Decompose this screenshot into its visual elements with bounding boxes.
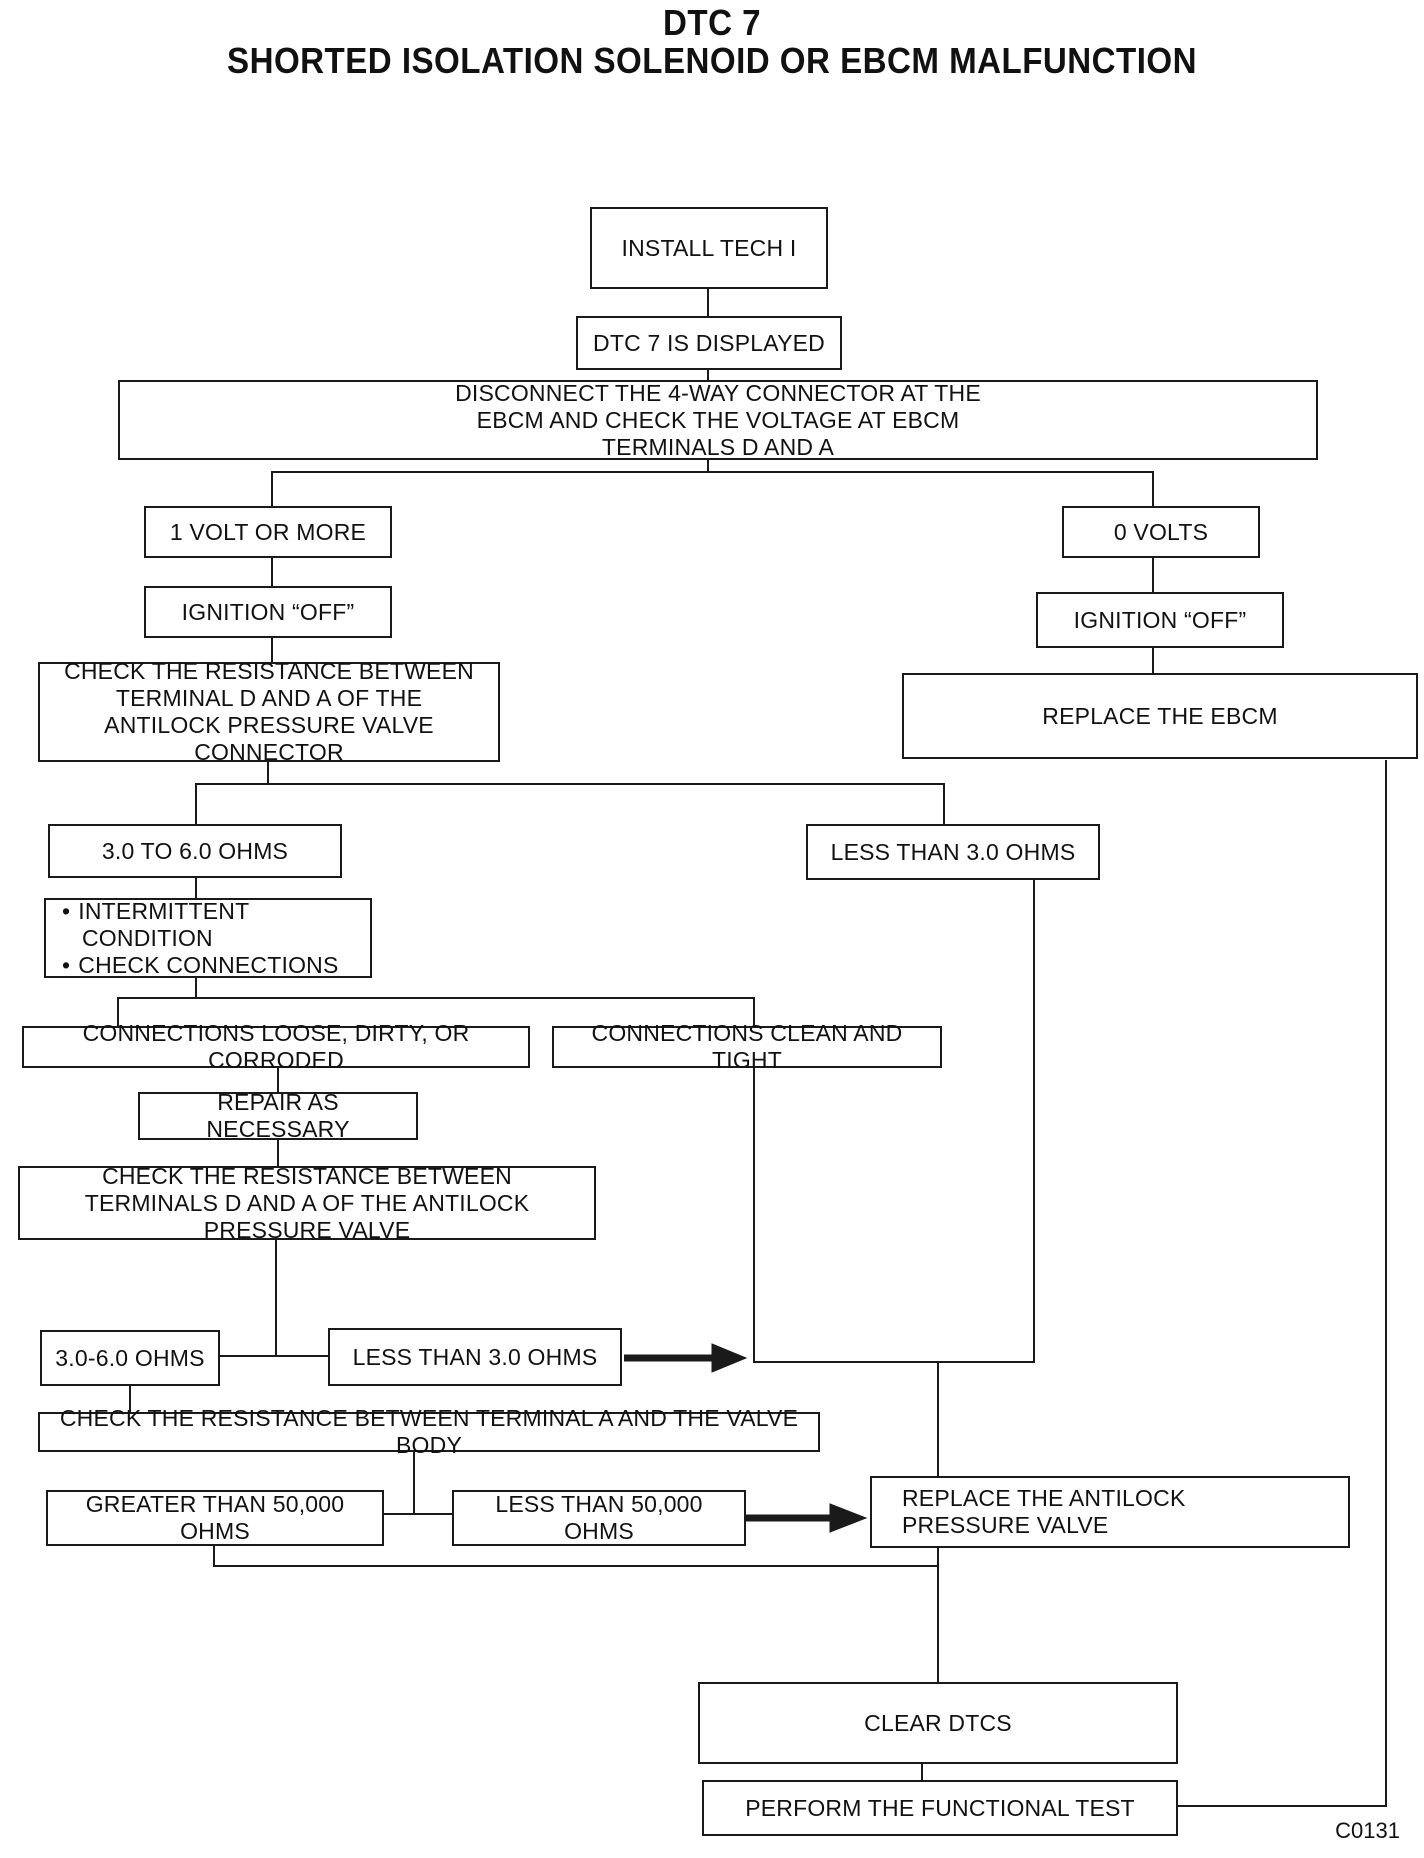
intermittent-list: INTERMITTENT CONDITION CHECK CONNECTIONS — [52, 898, 364, 979]
replace-valve-box: REPLACE THE ANTILOCK PRESSURE VALVE — [870, 1476, 1350, 1548]
greater-than-50k-box: GREATER THAN 50,000 OHMS — [46, 1490, 384, 1546]
ohms-3-to-6-label: 3.0 TO 6.0 OHMS — [101, 837, 289, 864]
connections-clean-box: CONNECTIONS CLEAN AND TIGHT — [552, 1020, 942, 1073]
check-resistance-1-box: CHECK THE RESISTANCE BETWEEN TERMINAL D … — [38, 658, 500, 765]
install-tech-box: INSTALL TECH I — [590, 207, 828, 289]
ohms-3-to-6-box: 3.0 TO 6.0 OHMS — [48, 824, 342, 878]
less-than-3-ohms-a-label: LESS THAN 3.0 OHMS — [830, 838, 1076, 865]
less-than-3-ohms-a-box: LESS THAN 3.0 OHMS — [806, 824, 1100, 880]
replace-ebcm-box: REPLACE THE EBCM — [902, 673, 1418, 759]
repair-as-necessary-box: REPAIR AS NECESSARY — [138, 1089, 418, 1142]
less-than-50k-box: LESS THAN 50,000 OHMS — [452, 1490, 746, 1546]
connector-line — [213, 1544, 938, 1567]
check-resistance-2-box: CHECK THE RESISTANCE BETWEEN TERMINALS D… — [18, 1163, 596, 1243]
zero-volts-label: 0 VOLTS — [1113, 518, 1209, 545]
ignition-off-left-label: IGNITION “OFF” — [181, 598, 355, 625]
install-tech-label: INSTALL TECH I — [621, 234, 797, 261]
connector-line — [271, 471, 1154, 506]
clear-dtcs-label: CLEAR DTCS — [864, 1709, 1012, 1736]
connections-clean-label: CONNECTIONS CLEAN AND TIGHT — [591, 1020, 903, 1073]
connector-line — [1178, 760, 1387, 1807]
connections-loose-box: CONNECTIONS LOOSE, DIRTY, OR CORRODED — [22, 1020, 530, 1073]
intermittent-item: INTERMITTENT CONDITION — [78, 898, 364, 952]
zero-volts-box: 0 VOLTS — [1062, 506, 1260, 558]
connector-line — [117, 997, 755, 1026]
less-than-3-ohms-b-box: LESS THAN 3.0 OHMS — [328, 1328, 622, 1386]
replace-ebcm-label: REPLACE THE EBCM — [1042, 702, 1278, 729]
ohms-3-to-6-b-label: 3.0-6.0 OHMS — [55, 1344, 205, 1371]
arrow-head — [829, 1503, 868, 1533]
one-volt-or-more-label: 1 VOLT OR MORE — [169, 518, 367, 545]
connector-line — [753, 878, 1035, 1363]
connector-line — [195, 783, 945, 824]
one-volt-or-more-box: 1 VOLT OR MORE — [144, 506, 392, 558]
repair-as-necessary-label: REPAIR AS NECESSARY — [206, 1089, 350, 1142]
disconnect-connector-label: DISCONNECT THE 4-WAY CONNECTOR AT THE EB… — [455, 379, 981, 460]
ignition-off-left-box: IGNITION “OFF” — [144, 586, 392, 638]
check-resistance-3-label: CHECK THE RESISTANCE BETWEEN TERMINAL A … — [59, 1405, 799, 1458]
ignition-off-right-box: IGNITION “OFF” — [1036, 592, 1284, 648]
page-title: DTC 7 — [662, 2, 761, 43]
check-resistance-1-label: CHECK THE RESISTANCE BETWEEN TERMINAL D … — [64, 658, 474, 765]
replace-valve-label: REPLACE THE ANTILOCK PRESSURE VALVE — [902, 1485, 1186, 1538]
functional-test-box: PERFORM THE FUNCTIONAL TEST — [702, 1780, 1178, 1836]
less-than-3-ohms-b-label: LESS THAN 3.0 OHMS — [352, 1343, 598, 1370]
ohms-3-to-6-b-box: 3.0-6.0 OHMS — [40, 1330, 220, 1386]
arrow-head — [711, 1343, 748, 1373]
disconnect-connector-box: DISCONNECT THE 4-WAY CONNECTOR AT THE EB… — [118, 380, 1318, 460]
check-resistance-2-label: CHECK THE RESISTANCE BETWEEN TERMINALS D… — [84, 1162, 530, 1243]
greater-than-50k-label: GREATER THAN 50,000 OHMS — [85, 1491, 345, 1544]
less-than-50k-label: LESS THAN 50,000 OHMS — [495, 1491, 703, 1544]
intermittent-box: INTERMITTENT CONDITION CHECK CONNECTIONS — [44, 898, 372, 978]
page-subtitle: SHORTED ISOLATION SOLENOID OR EBCM MALFU… — [227, 40, 1197, 81]
clear-dtcs-box: CLEAR DTCS — [698, 1682, 1178, 1764]
functional-test-label: PERFORM THE FUNCTIONAL TEST — [745, 1794, 1135, 1821]
dtc-displayed-label: DTC 7 IS DISPLAYED — [593, 329, 825, 356]
check-connections-item: CHECK CONNECTIONS — [78, 952, 364, 979]
check-resistance-3-box: CHECK THE RESISTANCE BETWEEN TERMINAL A … — [38, 1405, 820, 1458]
dtc-displayed-box: DTC 7 IS DISPLAYED — [576, 316, 842, 370]
ignition-off-right-label: IGNITION “OFF” — [1073, 606, 1247, 633]
figure-code: C0131 — [1335, 1818, 1400, 1843]
connections-loose-label: CONNECTIONS LOOSE, DIRTY, OR CORRODED — [82, 1020, 470, 1073]
